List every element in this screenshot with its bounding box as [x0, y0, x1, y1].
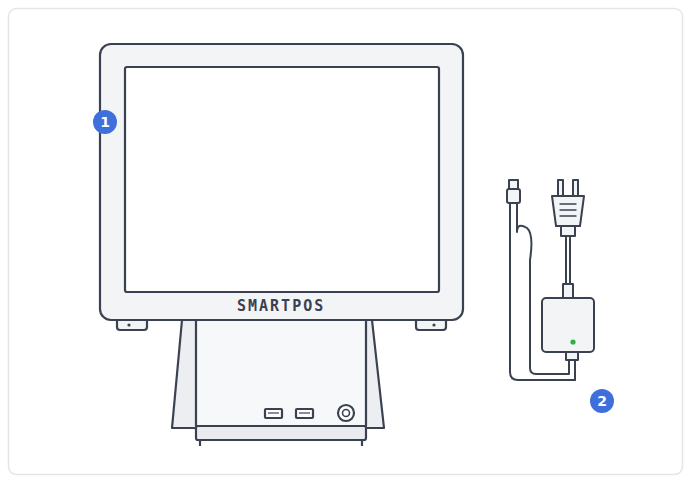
plug-neck: [561, 226, 575, 236]
stand-base: [196, 426, 366, 440]
power-button: [343, 410, 350, 417]
port-detail: [268, 412, 279, 413]
adapter-brick: [542, 298, 594, 352]
led: [570, 339, 575, 344]
foot: [199, 440, 201, 446]
plug-body: [552, 196, 584, 226]
callout-number: 2: [590, 389, 614, 413]
usb-port: [265, 409, 282, 418]
plug-detail: [560, 203, 576, 204]
port-detail: [299, 412, 310, 413]
brand-logo: SMARTPOS: [237, 298, 325, 314]
plug-detail: [560, 209, 576, 210]
monitor-frame: [100, 44, 463, 320]
usb-port: [296, 409, 313, 418]
screen: [125, 67, 439, 292]
plug-prong: [558, 180, 563, 196]
strain-relief: [563, 284, 573, 298]
plug-prong: [573, 180, 578, 196]
dc-cable: [574, 360, 576, 380]
stand-neck: [172, 320, 384, 428]
stand-front: [196, 320, 366, 426]
foot: [361, 440, 363, 446]
screw: [127, 323, 130, 326]
callout-number: 1: [93, 110, 117, 134]
plug-detail: [560, 215, 576, 216]
dc-connector: [507, 189, 520, 203]
dc-connector: [509, 180, 518, 189]
ac-cable: [566, 236, 570, 284]
card-frame: [9, 9, 683, 475]
power-button: [338, 405, 354, 421]
screw: [432, 323, 435, 326]
